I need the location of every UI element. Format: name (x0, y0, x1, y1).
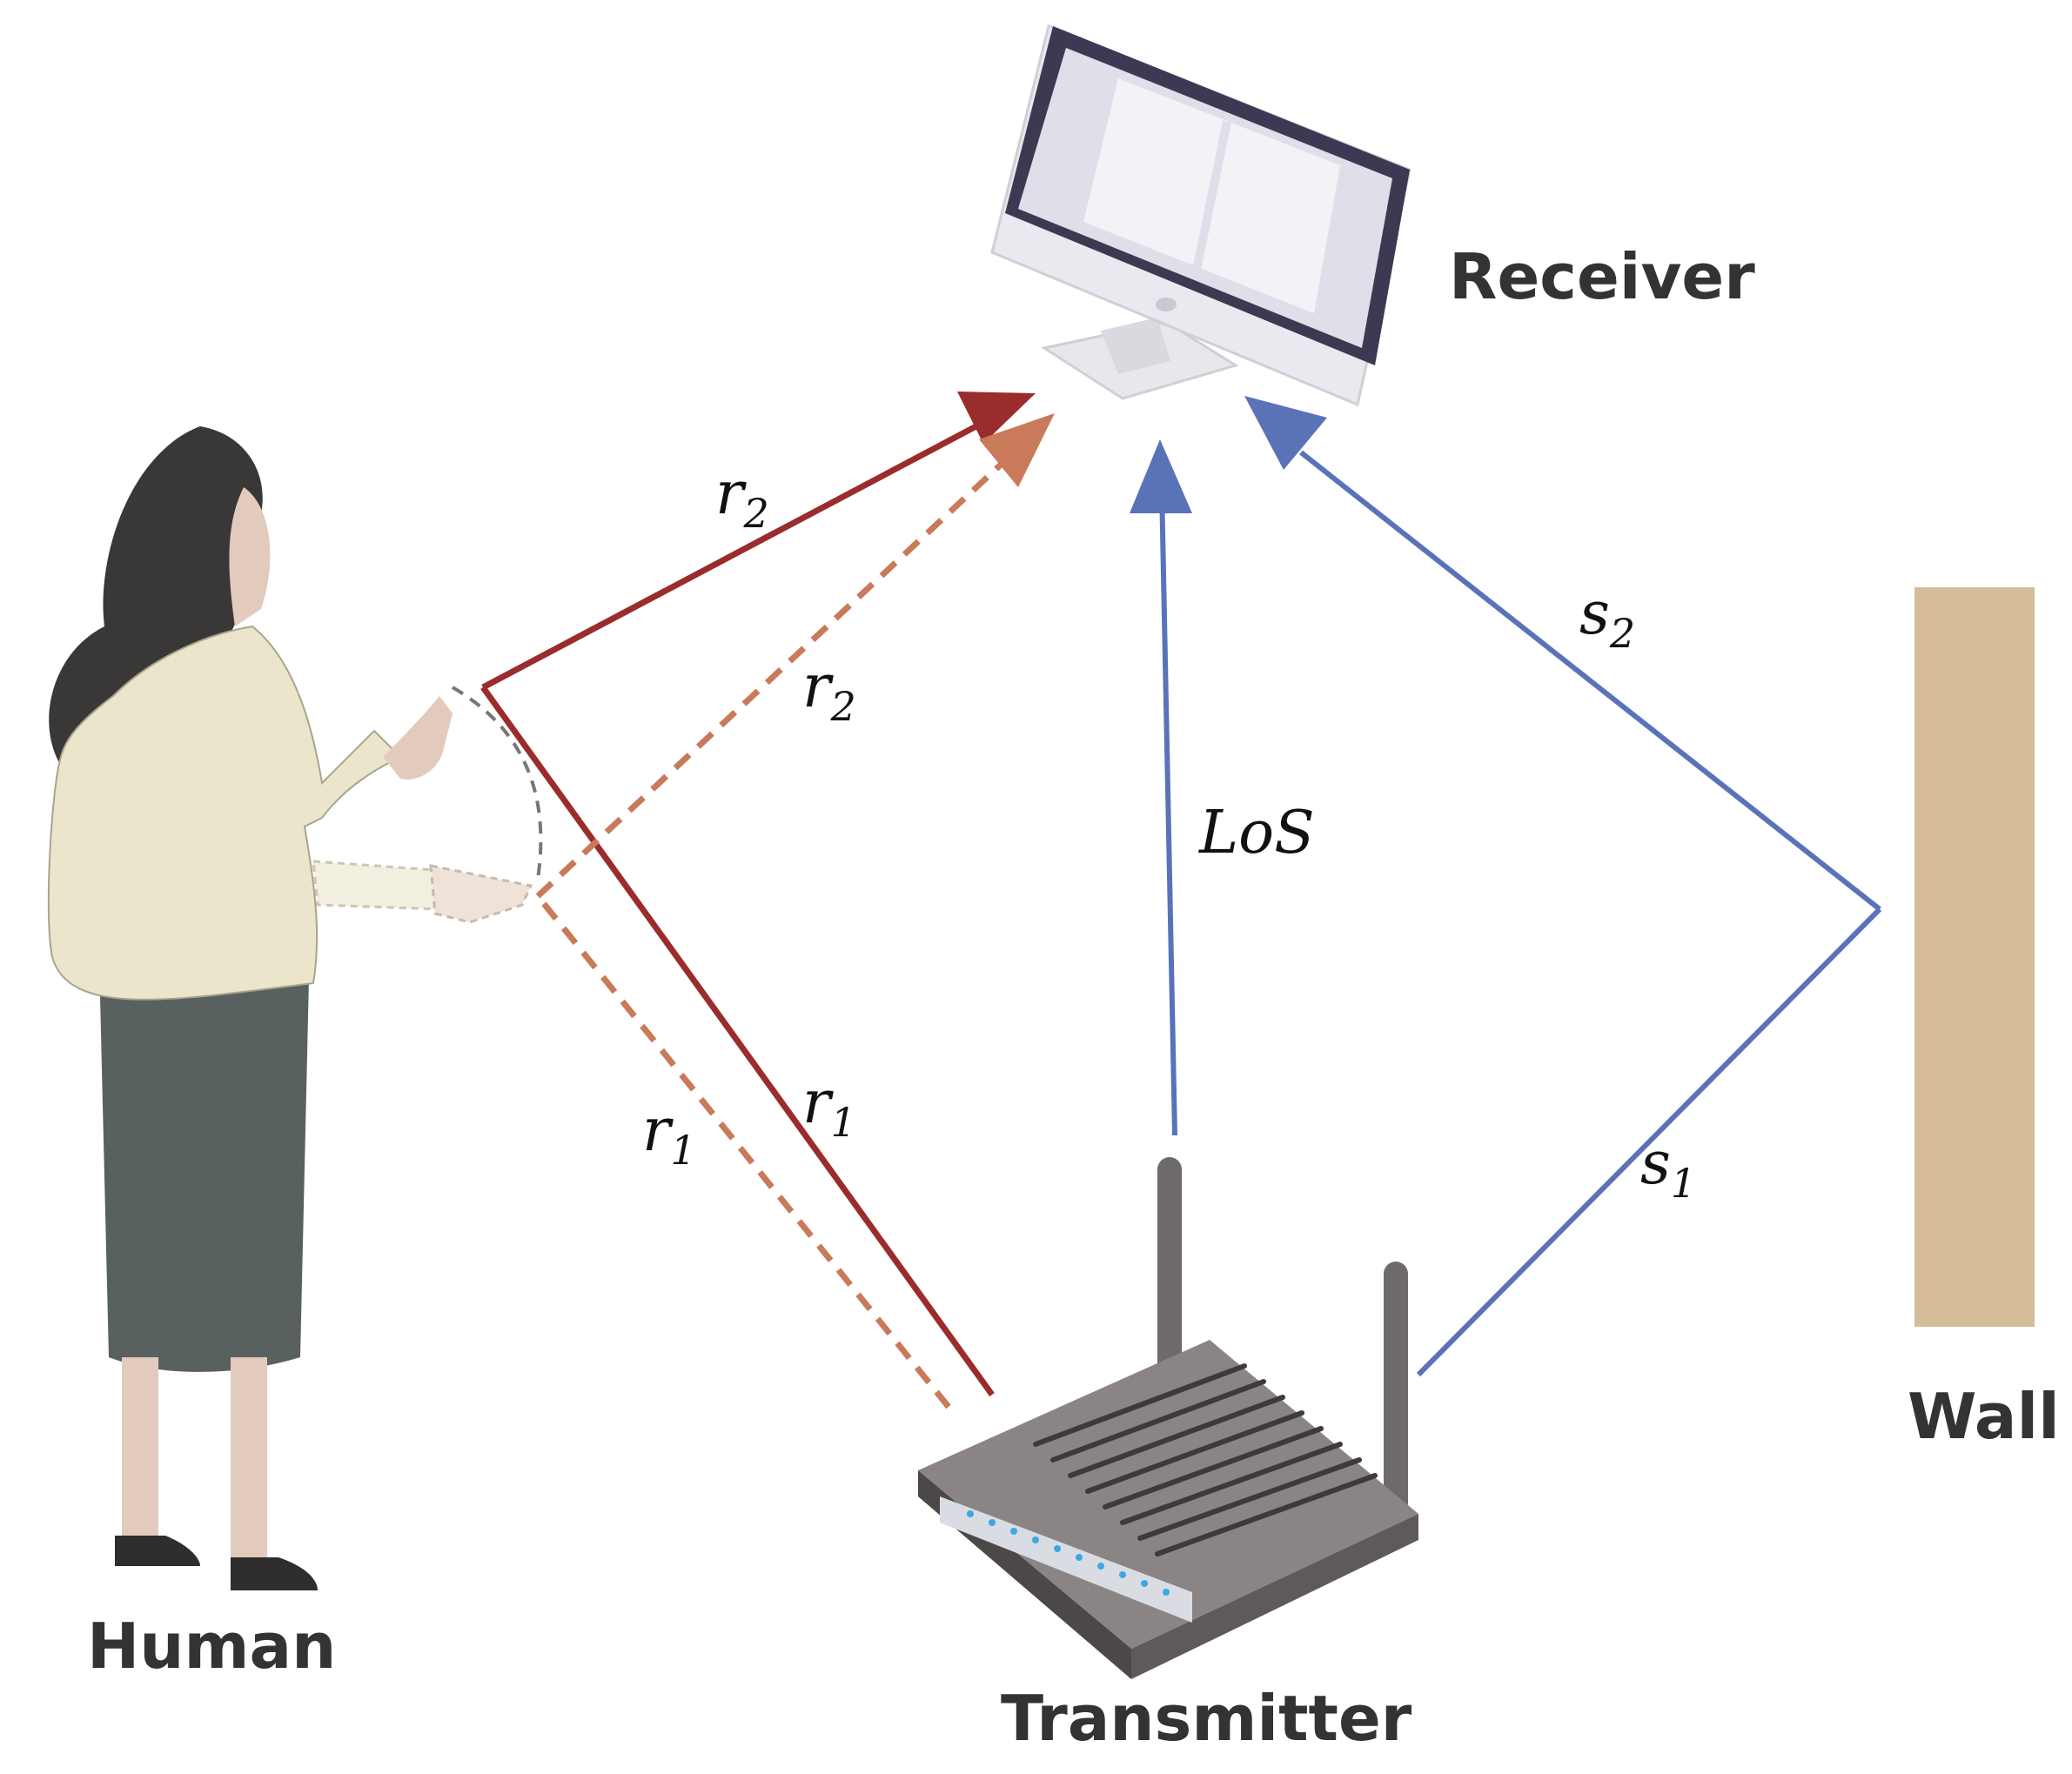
r2-dashed-arrowhead (979, 413, 1055, 487)
human-figure-icon (47, 426, 533, 1590)
r1-solid-path (480, 685, 995, 1397)
los-label: LoS (1197, 799, 1315, 867)
router-icon (918, 1157, 1418, 1679)
s2-path (1299, 450, 1881, 912)
s2-arrowhead (1244, 396, 1327, 470)
receiver-monitor-icon (990, 23, 1412, 407)
s1-path (1416, 907, 1882, 1377)
r2-solid-path (481, 410, 1002, 691)
human-label: Human (87, 1610, 336, 1683)
receiver-label: Receiver (1449, 240, 1755, 313)
r1-solid-label: r1 (802, 1068, 856, 1146)
s2-label: s2 (1579, 579, 1635, 657)
wall (1914, 587, 2035, 1327)
transmitter-label: Transmitter (1001, 1682, 1412, 1755)
gesture-arc (451, 686, 543, 880)
s1-label: s1 (1640, 1129, 1696, 1207)
los-path (1159, 486, 1177, 1136)
wall-label: Wall (1908, 1380, 2060, 1453)
los-arrowhead (1130, 439, 1192, 513)
static-paths (1159, 450, 1882, 1377)
r2-solid-arrowhead (957, 392, 1036, 444)
r2-solid-label: r2 (715, 459, 769, 537)
r1-dashed-label: r1 (642, 1096, 696, 1174)
r2-dashed-path (535, 450, 1016, 899)
dynamic-paths (451, 410, 1016, 1409)
r2-dashed-label: r2 (802, 653, 856, 730)
r1-dashed-path (535, 894, 951, 1409)
